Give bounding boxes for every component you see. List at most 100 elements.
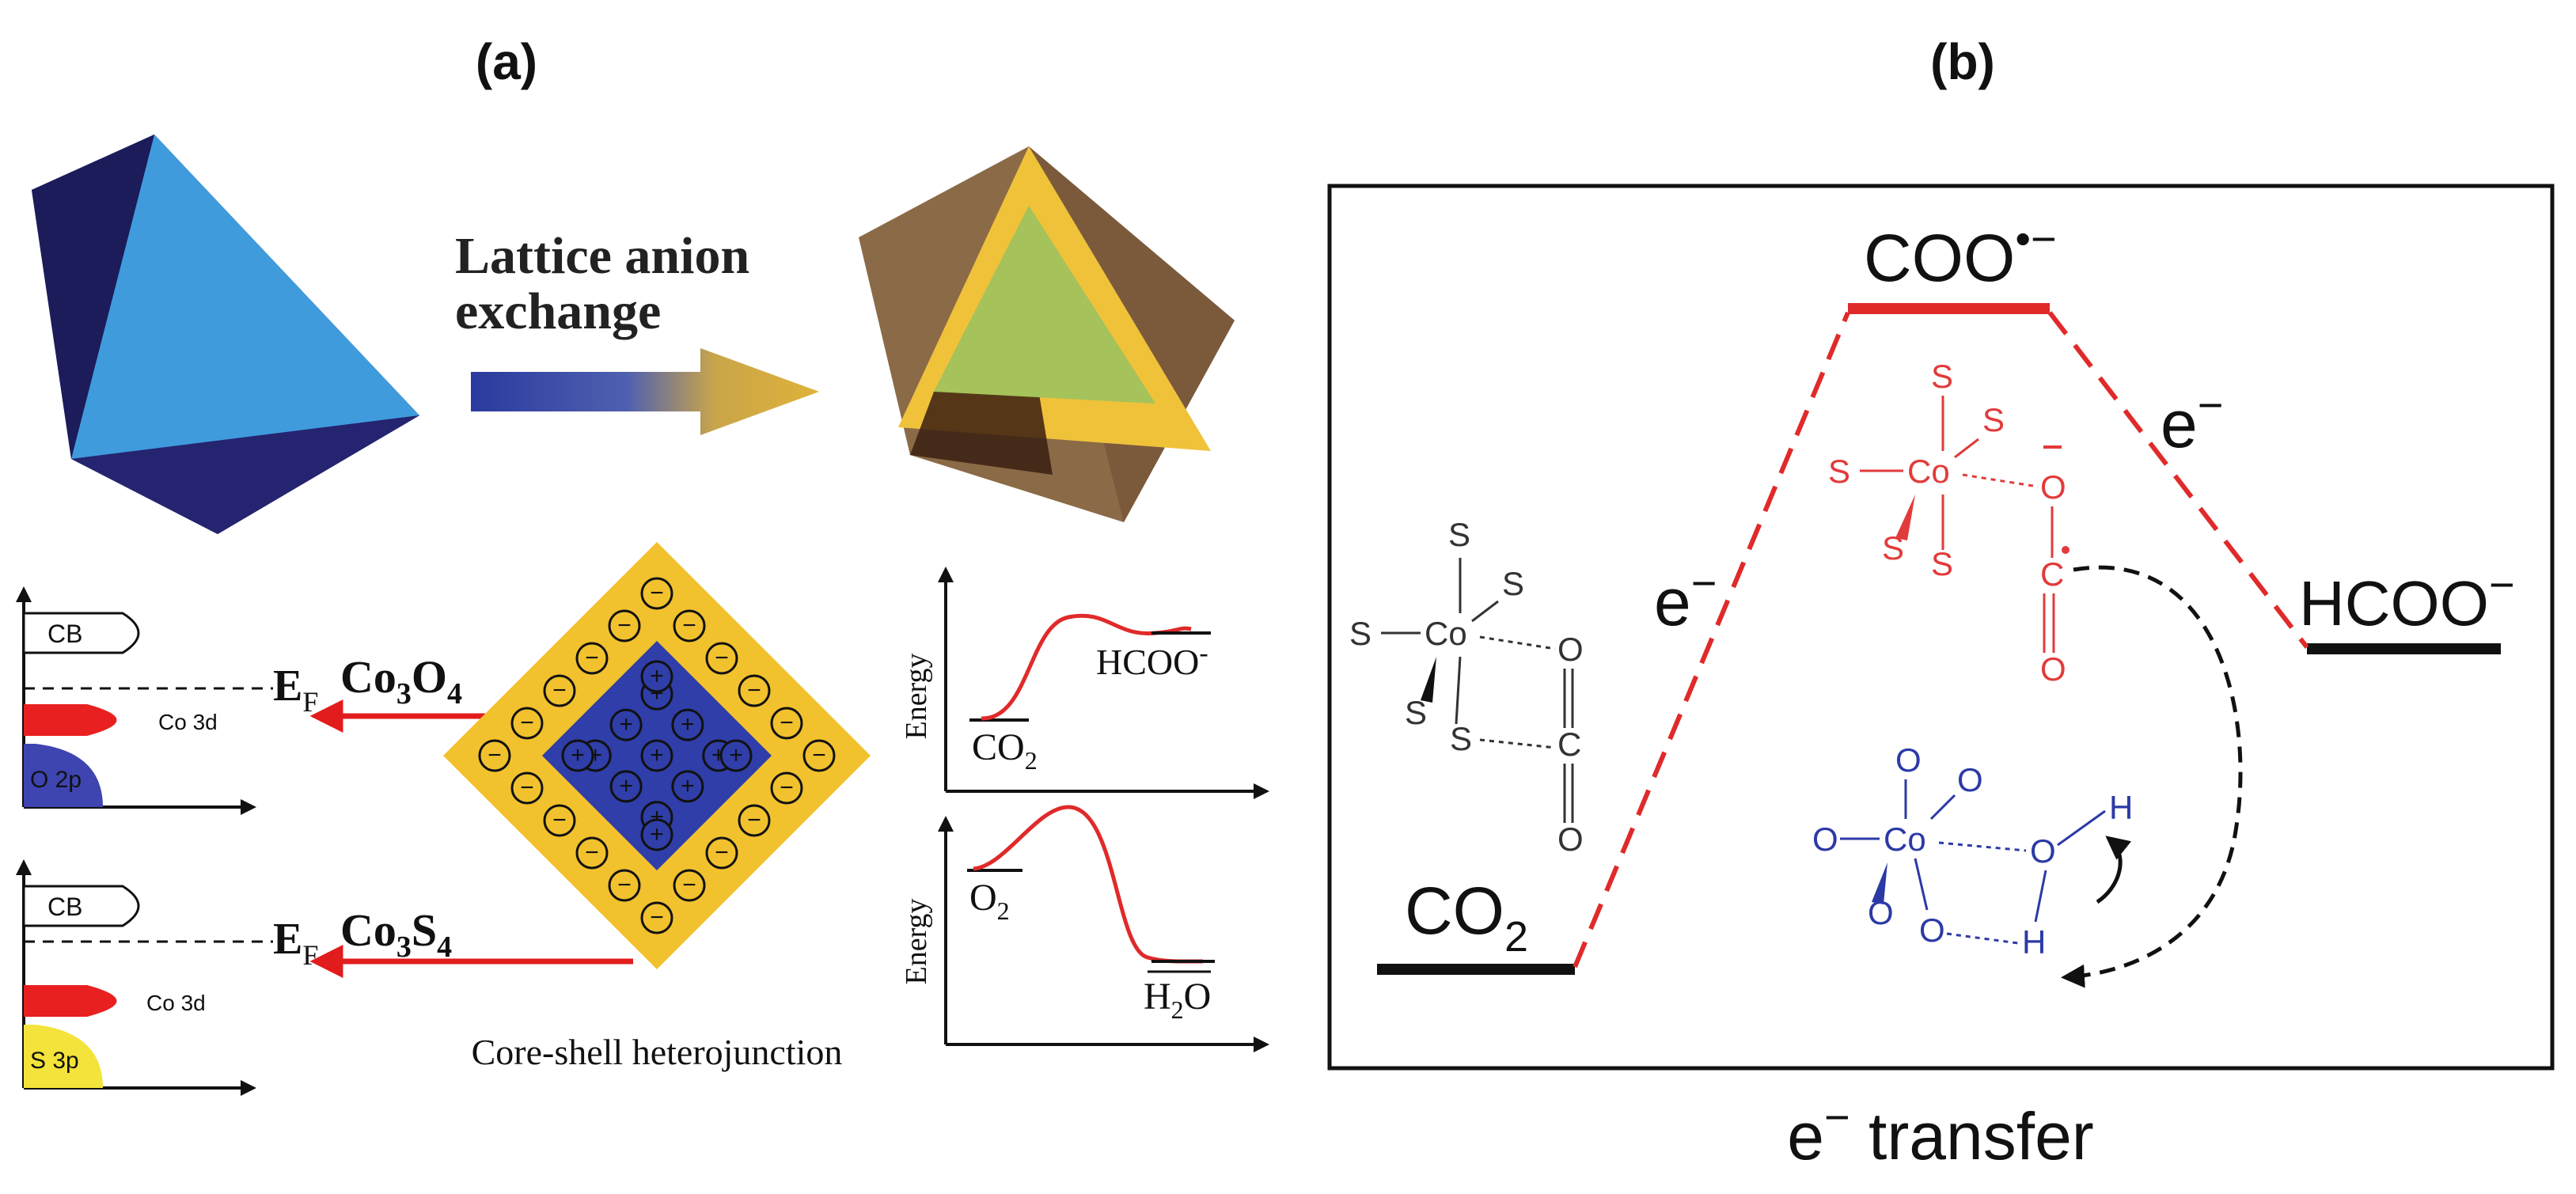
shell-charge: − (510, 707, 544, 740)
product-tail: O (1184, 976, 1212, 1018)
reaction-curve (973, 805, 1204, 964)
shell-charge: − (738, 674, 771, 707)
shell-charge: − (770, 771, 803, 805)
shell-charge: − (478, 739, 511, 772)
svg-text:O: O (1957, 761, 1983, 798)
process-label-line2: exchange (455, 282, 661, 340)
svg-text:S: S (1828, 453, 1850, 490)
svg-text:O: O (2030, 832, 2056, 870)
core-charge: + (671, 770, 704, 803)
svg-text:H: H (2109, 789, 2133, 826)
svg-text:Co3S4: Co3S4 (340, 904, 452, 964)
svg-text:O: O (1557, 631, 1584, 668)
svg-text:−: − (780, 710, 794, 736)
svg-text:C: C (2040, 555, 2064, 593)
fermi-label-top: EF Co3O4 (273, 651, 462, 718)
level-coo-label: COO (1864, 221, 2015, 295)
core-charge: + (671, 708, 704, 741)
shell-charge: − (770, 707, 803, 740)
shell-charge: − (640, 577, 673, 610)
svg-text:−: − (682, 872, 696, 898)
core-shell-heterojunction: −−−−−−−−−−−−−−−−−−−− +++++++++++++ (443, 542, 871, 969)
svg-text:−: − (520, 775, 534, 801)
core-charge: + (561, 739, 594, 772)
svg-text:−: − (812, 742, 826, 768)
reactant-sub: 2 (997, 896, 1010, 925)
svg-text:−: − (715, 840, 729, 866)
svg-text:S: S (1450, 720, 1472, 757)
svg-text:e−: e− (2161, 380, 2223, 461)
svg-text:O: O (1812, 821, 1838, 858)
core-shell-caption: Core-shell heterojunction (472, 1032, 843, 1072)
o-2p-label: O 2p (30, 767, 82, 793)
svg-text:−: − (650, 904, 664, 931)
svg-text:−: − (747, 677, 761, 703)
dos-plot-bottom: CB Co 3d S 3p (16, 859, 273, 1096)
cluster-coo-radical: S S S Co S S O C O (1828, 358, 2070, 688)
energy-plot-top: Energy CO2 HCOO- (900, 567, 1269, 799)
svg-text:−: − (488, 742, 502, 768)
o-2p-band (24, 744, 103, 807)
cluster-water: O O O Co O O O H H (1812, 741, 2133, 961)
svg-text:−: − (650, 580, 664, 606)
svg-text:e−: e− (1654, 558, 1717, 639)
shell-charge: − (802, 739, 836, 772)
svg-text:+: + (650, 742, 664, 768)
svg-text:+: + (681, 711, 695, 737)
svg-text:+: + (619, 773, 633, 799)
co-3d-band (24, 704, 117, 736)
svg-text:EF: EF (273, 661, 318, 718)
product-label: HCOO (1096, 642, 1199, 682)
svg-text:−: − (617, 872, 632, 898)
proton-transfer-arrow (2096, 836, 2132, 904)
svg-text:HCOO-: HCOO- (1096, 639, 1208, 682)
electron-left: e (1654, 565, 1691, 639)
svg-text:O2: O2 (969, 877, 1010, 925)
compound-n1: 3 (396, 677, 412, 711)
svg-text:Co3O4: Co3O4 (340, 651, 462, 711)
svg-text:CO2: CO2 (1405, 874, 1528, 961)
compound-n2: 4 (447, 677, 462, 711)
cobalt-oxide-octahedron (32, 135, 419, 534)
core-charge: + (640, 739, 673, 772)
svg-text:−: − (520, 710, 534, 736)
shell-charge: − (543, 674, 576, 707)
shell-charges: −−−−−−−−−−−−−−−−−−−− (478, 577, 836, 934)
svg-text:O: O (1557, 821, 1584, 858)
svg-text:CO2: CO2 (972, 726, 1038, 775)
level-coo-sup: •− (2015, 214, 2056, 263)
shell-charge: − (705, 836, 738, 870)
shell-charge: − (543, 804, 576, 837)
cb-label: CB (47, 620, 82, 648)
electron-right-sup: − (2198, 380, 2224, 430)
reactant-sub: 2 (1025, 746, 1038, 775)
core-charge: + (640, 660, 673, 693)
compound-el2: O (412, 651, 447, 703)
level-hcoo-label: HCOO (2299, 568, 2489, 639)
svg-text:−: − (682, 612, 696, 639)
svg-text:O: O (2040, 468, 2066, 506)
svg-text:+: + (681, 773, 695, 799)
fermi-prefix: E (273, 661, 302, 711)
core-charge: + (640, 818, 673, 851)
shell-charge: − (575, 642, 609, 675)
fermi-sub: F (302, 686, 318, 718)
shell-charge: − (640, 901, 673, 934)
energy-axis-label: Energy (900, 653, 933, 739)
transition-right (2047, 311, 2309, 649)
compound-el1: Co (340, 651, 396, 703)
core-charge: + (719, 739, 753, 772)
shell-charge: − (673, 869, 706, 902)
shell-charge: − (673, 609, 706, 642)
svg-text:−: − (552, 807, 567, 833)
svg-text:S: S (1931, 545, 1953, 582)
svg-text:C: C (1557, 726, 1581, 763)
shell-charge: − (608, 609, 641, 642)
svg-text:H: H (2022, 923, 2046, 961)
level-hcoo-sup: − (2489, 559, 2515, 609)
fermi-prefix: E (273, 915, 302, 964)
svg-text:+: + (729, 742, 743, 768)
transfer-label-text: transfer (1850, 1099, 2094, 1173)
svg-text:−: − (585, 840, 599, 866)
